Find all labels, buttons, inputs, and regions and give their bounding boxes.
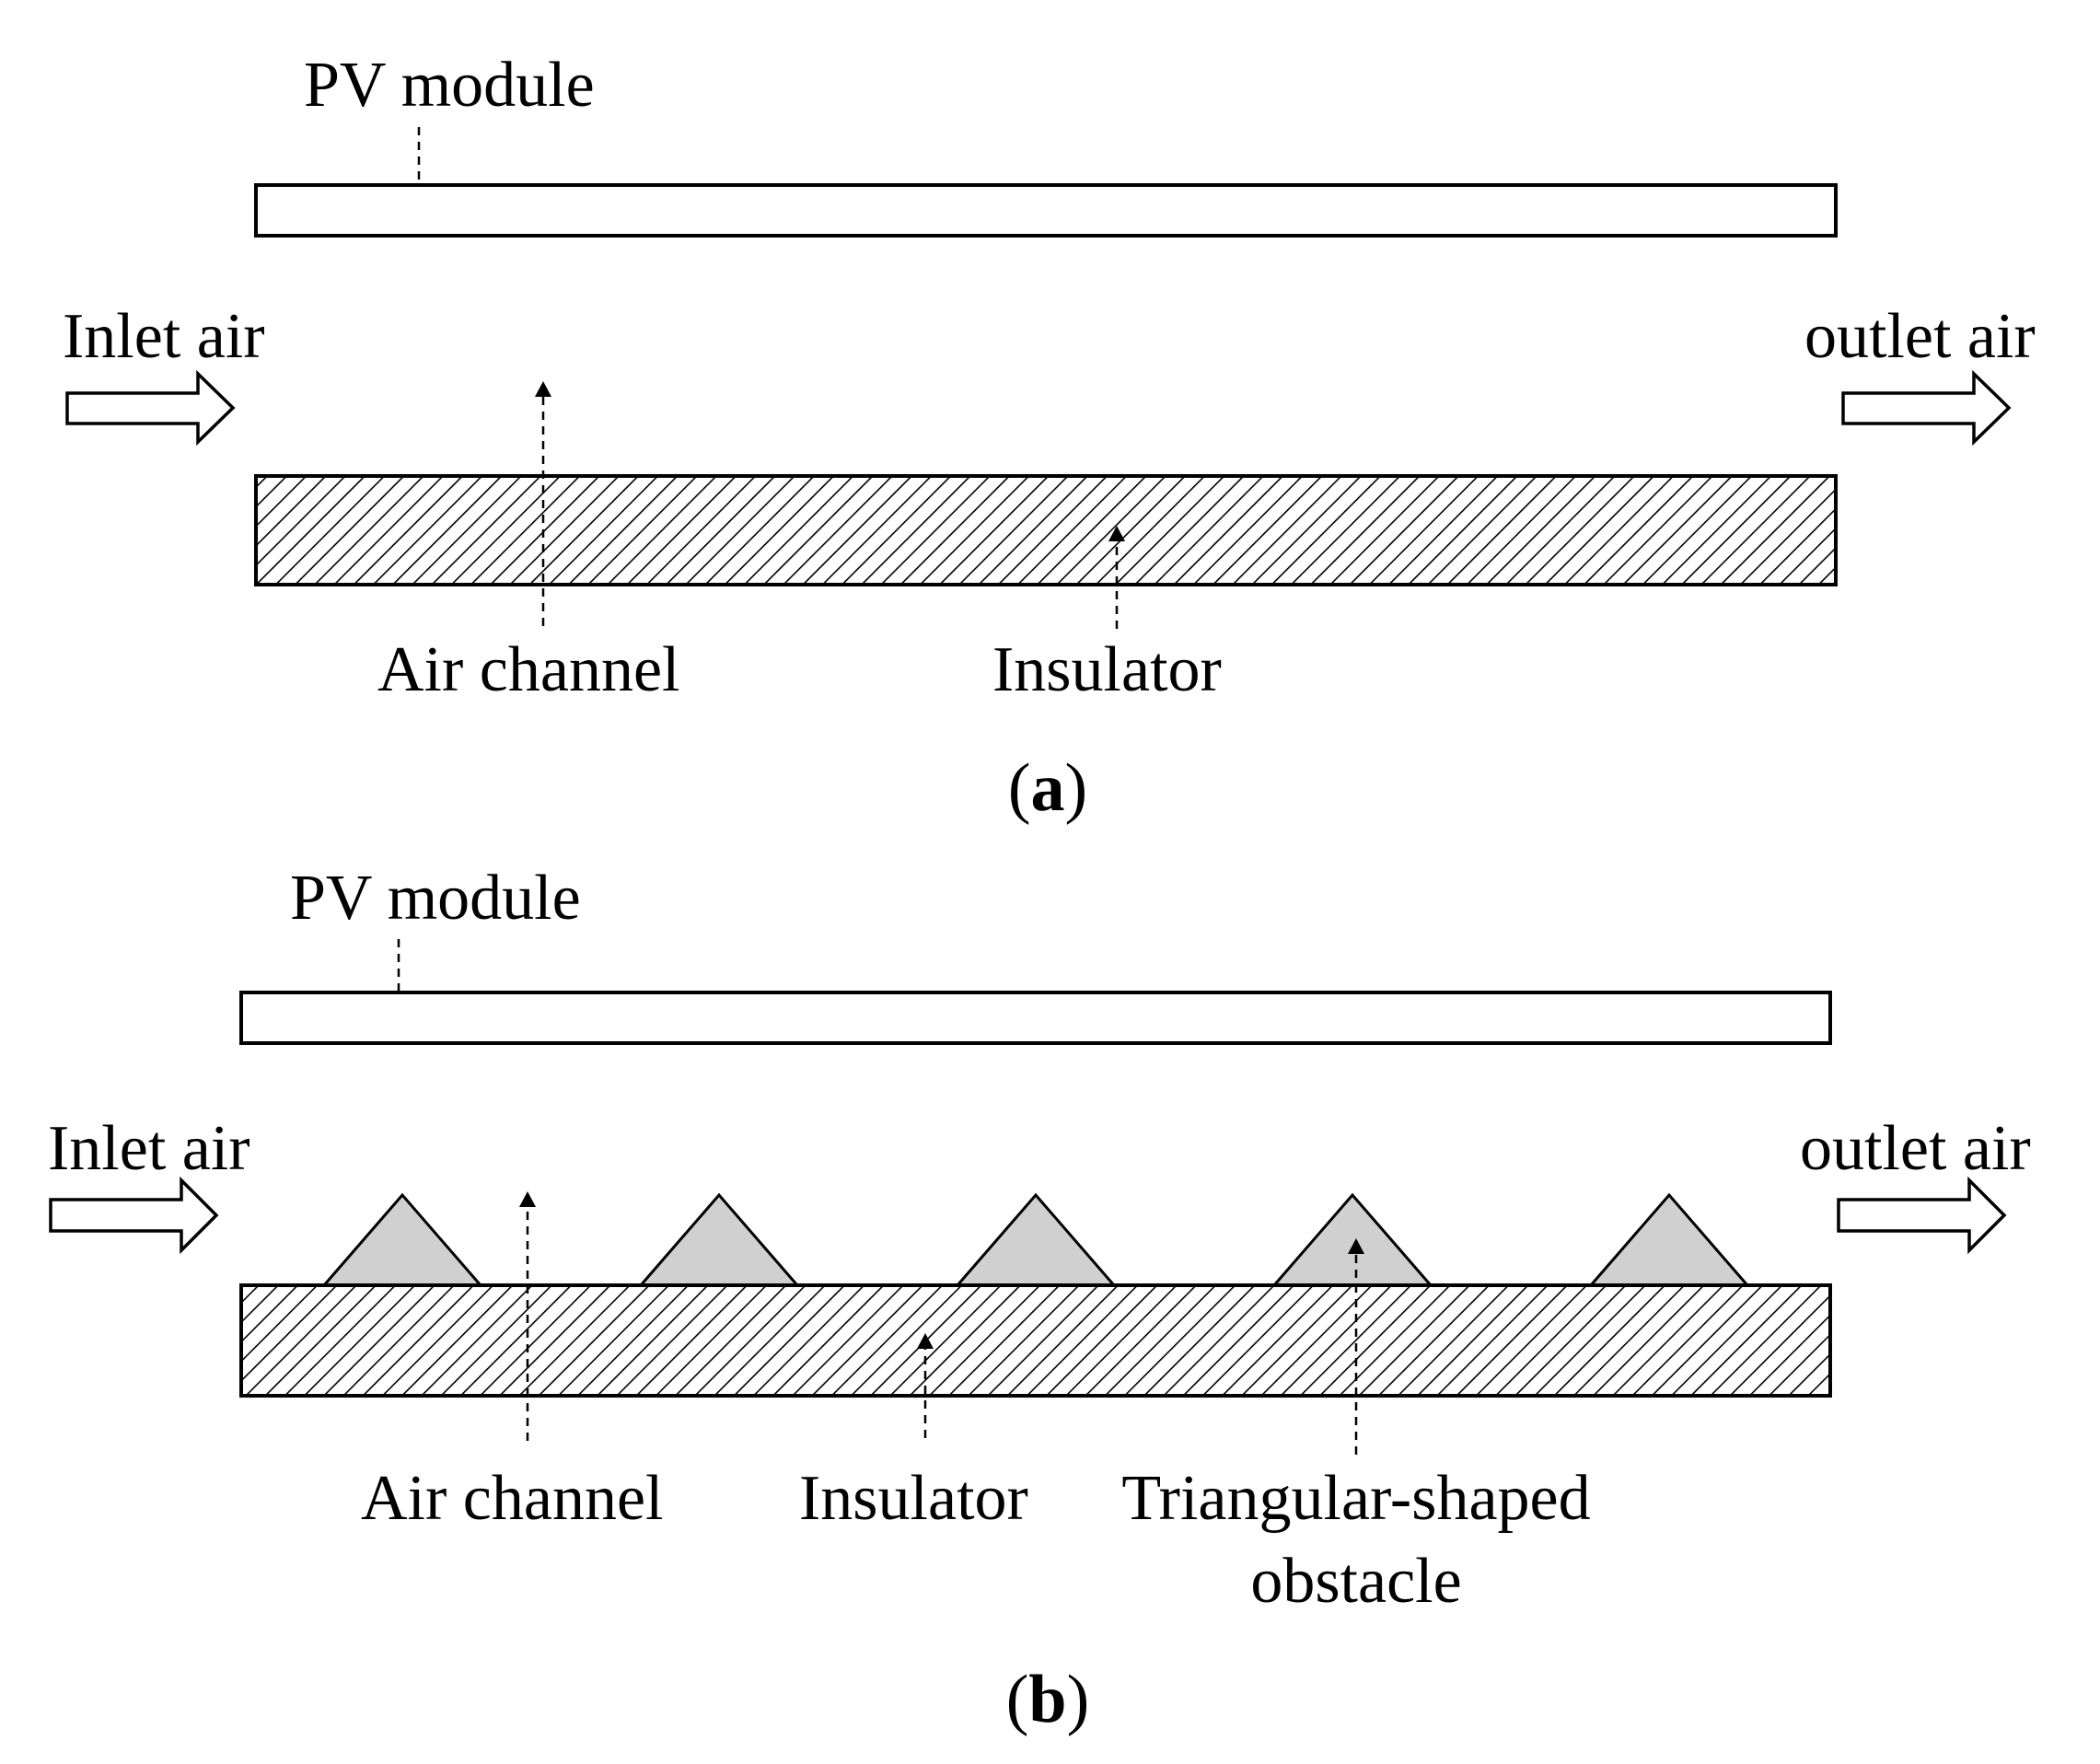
inlet-air-label-a: Inlet air [63,301,265,372]
obstacle-label-line2: obstacle [1250,1546,1461,1617]
insulator-label-b: Insulator [799,1463,1028,1534]
air-channel-label-b: Air channel [361,1463,663,1534]
triangular-obstacle [1270,1192,1434,1287]
obstacle-arrowhead-b [1348,1238,1364,1254]
outlet-flow-arrow-b [1837,1176,2007,1255]
triangular-obstacle [320,1192,484,1287]
panel-b: PV module Inlet air outlet air Air chann… [48,863,2031,1737]
obstacles [320,1192,1751,1287]
insulator-label-a: Insulator [992,634,1222,705]
insulator-a [254,474,1838,586]
panel-a: PV module Inlet air outlet air Air chann… [63,50,2036,826]
panel-a-caption: (a) [1008,750,1087,826]
pv-module-label-a: PV module [304,50,595,121]
insulator-b [239,1283,1832,1398]
panel-b-caption: (b) [1006,1662,1089,1737]
inlet-air-label-b: Inlet air [48,1113,250,1184]
pv-module-a [254,183,1838,238]
outlet-air-label-a: outlet air [1804,301,2036,372]
outlet-flow-arrow-a [1841,369,2012,447]
pv-module-label-b: PV module [290,863,581,934]
insulator-arrowhead-a [1108,526,1125,541]
pv-module-b [239,991,1832,1045]
inlet-flow-arrow-a [65,369,236,447]
air-channel-label-a: Air channel [377,634,679,705]
obstacle-label-line1: Triangular-shaped [1121,1463,1590,1534]
triangular-obstacle [637,1192,801,1287]
outlet-air-label-b: outlet air [1800,1113,2031,1184]
triangular-obstacle [1587,1192,1751,1287]
air-channel-arrowhead-b [519,1191,536,1207]
inlet-flow-arrow-b [49,1176,219,1255]
insulator-arrowhead-b [917,1333,934,1349]
air-channel-arrowhead-a [535,381,551,397]
triangular-obstacle [954,1192,1118,1287]
